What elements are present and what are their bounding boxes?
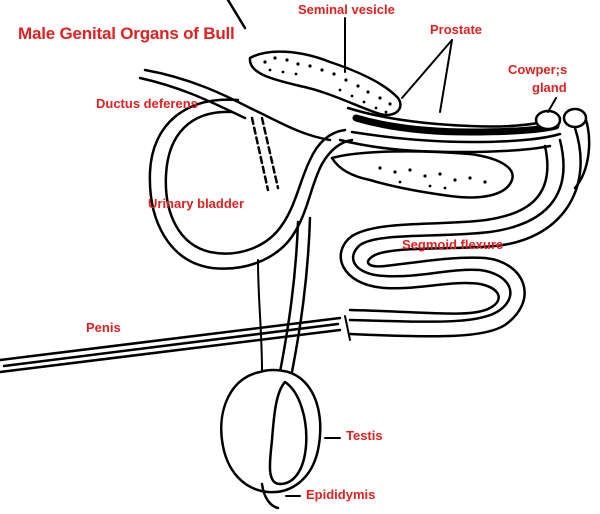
- testis-shape: [220, 368, 322, 510]
- label-prostate: Prostate: [430, 22, 483, 37]
- diagram-title: Male Genital Organs of Bull: [18, 24, 235, 43]
- spermatic-cord: [257, 216, 312, 374]
- label-cowpers-gland-line1: Cowper;s: [508, 62, 568, 77]
- ductus-deferens-lines: [138, 0, 332, 142]
- leader-lines: [285, 17, 557, 497]
- label-cowpers-gland-line2: gland: [532, 80, 567, 95]
- pelvic-urethra: [338, 106, 562, 154]
- label-ductus-deferens: Ductus deferens: [96, 96, 198, 111]
- label-seminal-vesicle: Seminal vesicle: [298, 2, 395, 17]
- urinary-bladder-shape: [148, 98, 354, 270]
- label-sigmoid-flexure: Segmoid flexure: [402, 237, 504, 252]
- label-urinary-bladder: Urinary bladder: [148, 196, 245, 211]
- sigmoid-flexure-shape: [330, 126, 582, 338]
- label-epididymis: Epididymis: [306, 487, 376, 502]
- seminal-vesicle-shape: [248, 50, 402, 117]
- label-testis: Testis: [346, 428, 383, 443]
- label-penis: Penis: [86, 320, 121, 335]
